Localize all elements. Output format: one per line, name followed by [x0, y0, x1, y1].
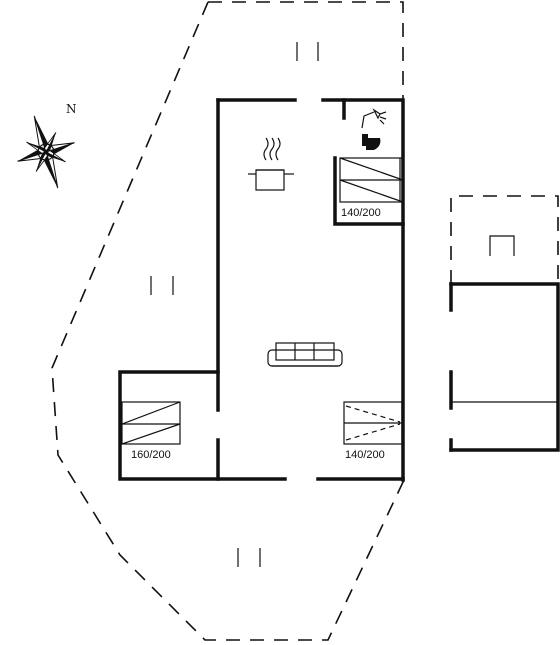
house-walls	[118, 98, 405, 482]
bed-size-label: 160/200	[131, 449, 171, 461]
cooking-pot-icon	[248, 137, 294, 191]
terrace-marker-icon	[150, 276, 174, 295]
double-bed-icon	[121, 401, 181, 445]
bunk-bed-icon	[343, 401, 403, 445]
bed-size-label: 140/200	[341, 207, 381, 219]
annex-marker-icon	[489, 235, 515, 256]
toilet-icon	[362, 134, 381, 150]
bed-size-label: 140/200	[345, 449, 385, 461]
sofa-icon	[267, 342, 343, 367]
double-bed-icon	[339, 157, 404, 203]
terrace-marker-icon	[237, 548, 261, 567]
compass-rose-icon: N	[17, 102, 77, 189]
north-label: N	[66, 102, 77, 116]
shower-icon	[361, 108, 387, 129]
annex-building	[449, 195, 560, 452]
terrace-outline	[51, 1, 405, 641]
terrace-marker-icon	[296, 42, 319, 61]
